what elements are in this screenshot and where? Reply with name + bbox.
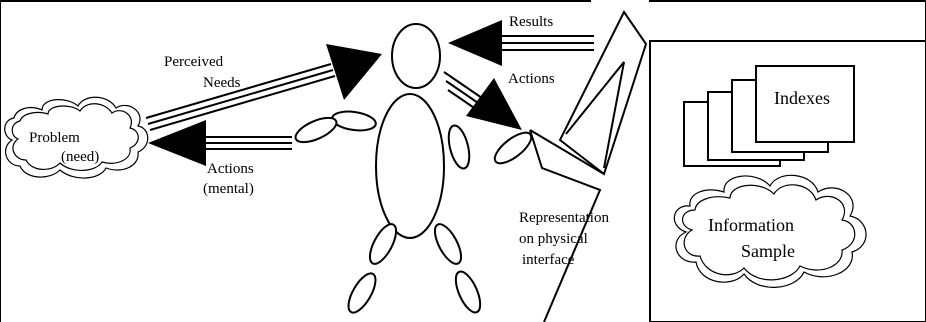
actions-arrow — [443, 71, 522, 130]
problem-cloud — [4, 96, 149, 179]
person-left-thigh — [368, 223, 398, 265]
sample-label: Sample — [741, 241, 795, 261]
person-right-shin — [454, 270, 482, 314]
mental-label: (mental) — [203, 181, 254, 197]
problem-label: Problem — [29, 130, 80, 146]
perceived-needs-arrow — [145, 44, 382, 131]
indexes-label: Indexes — [774, 88, 830, 108]
mental-actions-arrow — [148, 120, 292, 166]
information-sample-cloud — [673, 174, 867, 288]
person-torso — [375, 93, 445, 239]
person-right-thigh — [433, 223, 463, 265]
needs-label: Needs — [203, 75, 241, 91]
person-left-upper-arm — [331, 110, 377, 132]
physical-interface — [529, 10, 648, 322]
person-head — [391, 23, 441, 89]
actions-mental-label: Actions — [207, 161, 254, 177]
need-label: (need) — [61, 149, 99, 165]
index-sheets — [683, 65, 855, 167]
physical-label: on physical — [519, 231, 588, 247]
results-arrow — [448, 20, 594, 66]
person-right-forearm — [493, 131, 533, 165]
person-left-shin — [347, 272, 377, 314]
perceived-label: Perceived — [164, 54, 224, 70]
person-figure — [294, 23, 533, 314]
representation-label: Representation — [519, 210, 609, 226]
person-left-forearm — [294, 116, 338, 144]
actions-label: Actions — [508, 71, 555, 87]
person-right-upper-arm — [447, 124, 471, 170]
results-label: Results — [509, 14, 553, 30]
interface-label: interface — [522, 252, 575, 268]
information-label: Information — [708, 215, 794, 235]
